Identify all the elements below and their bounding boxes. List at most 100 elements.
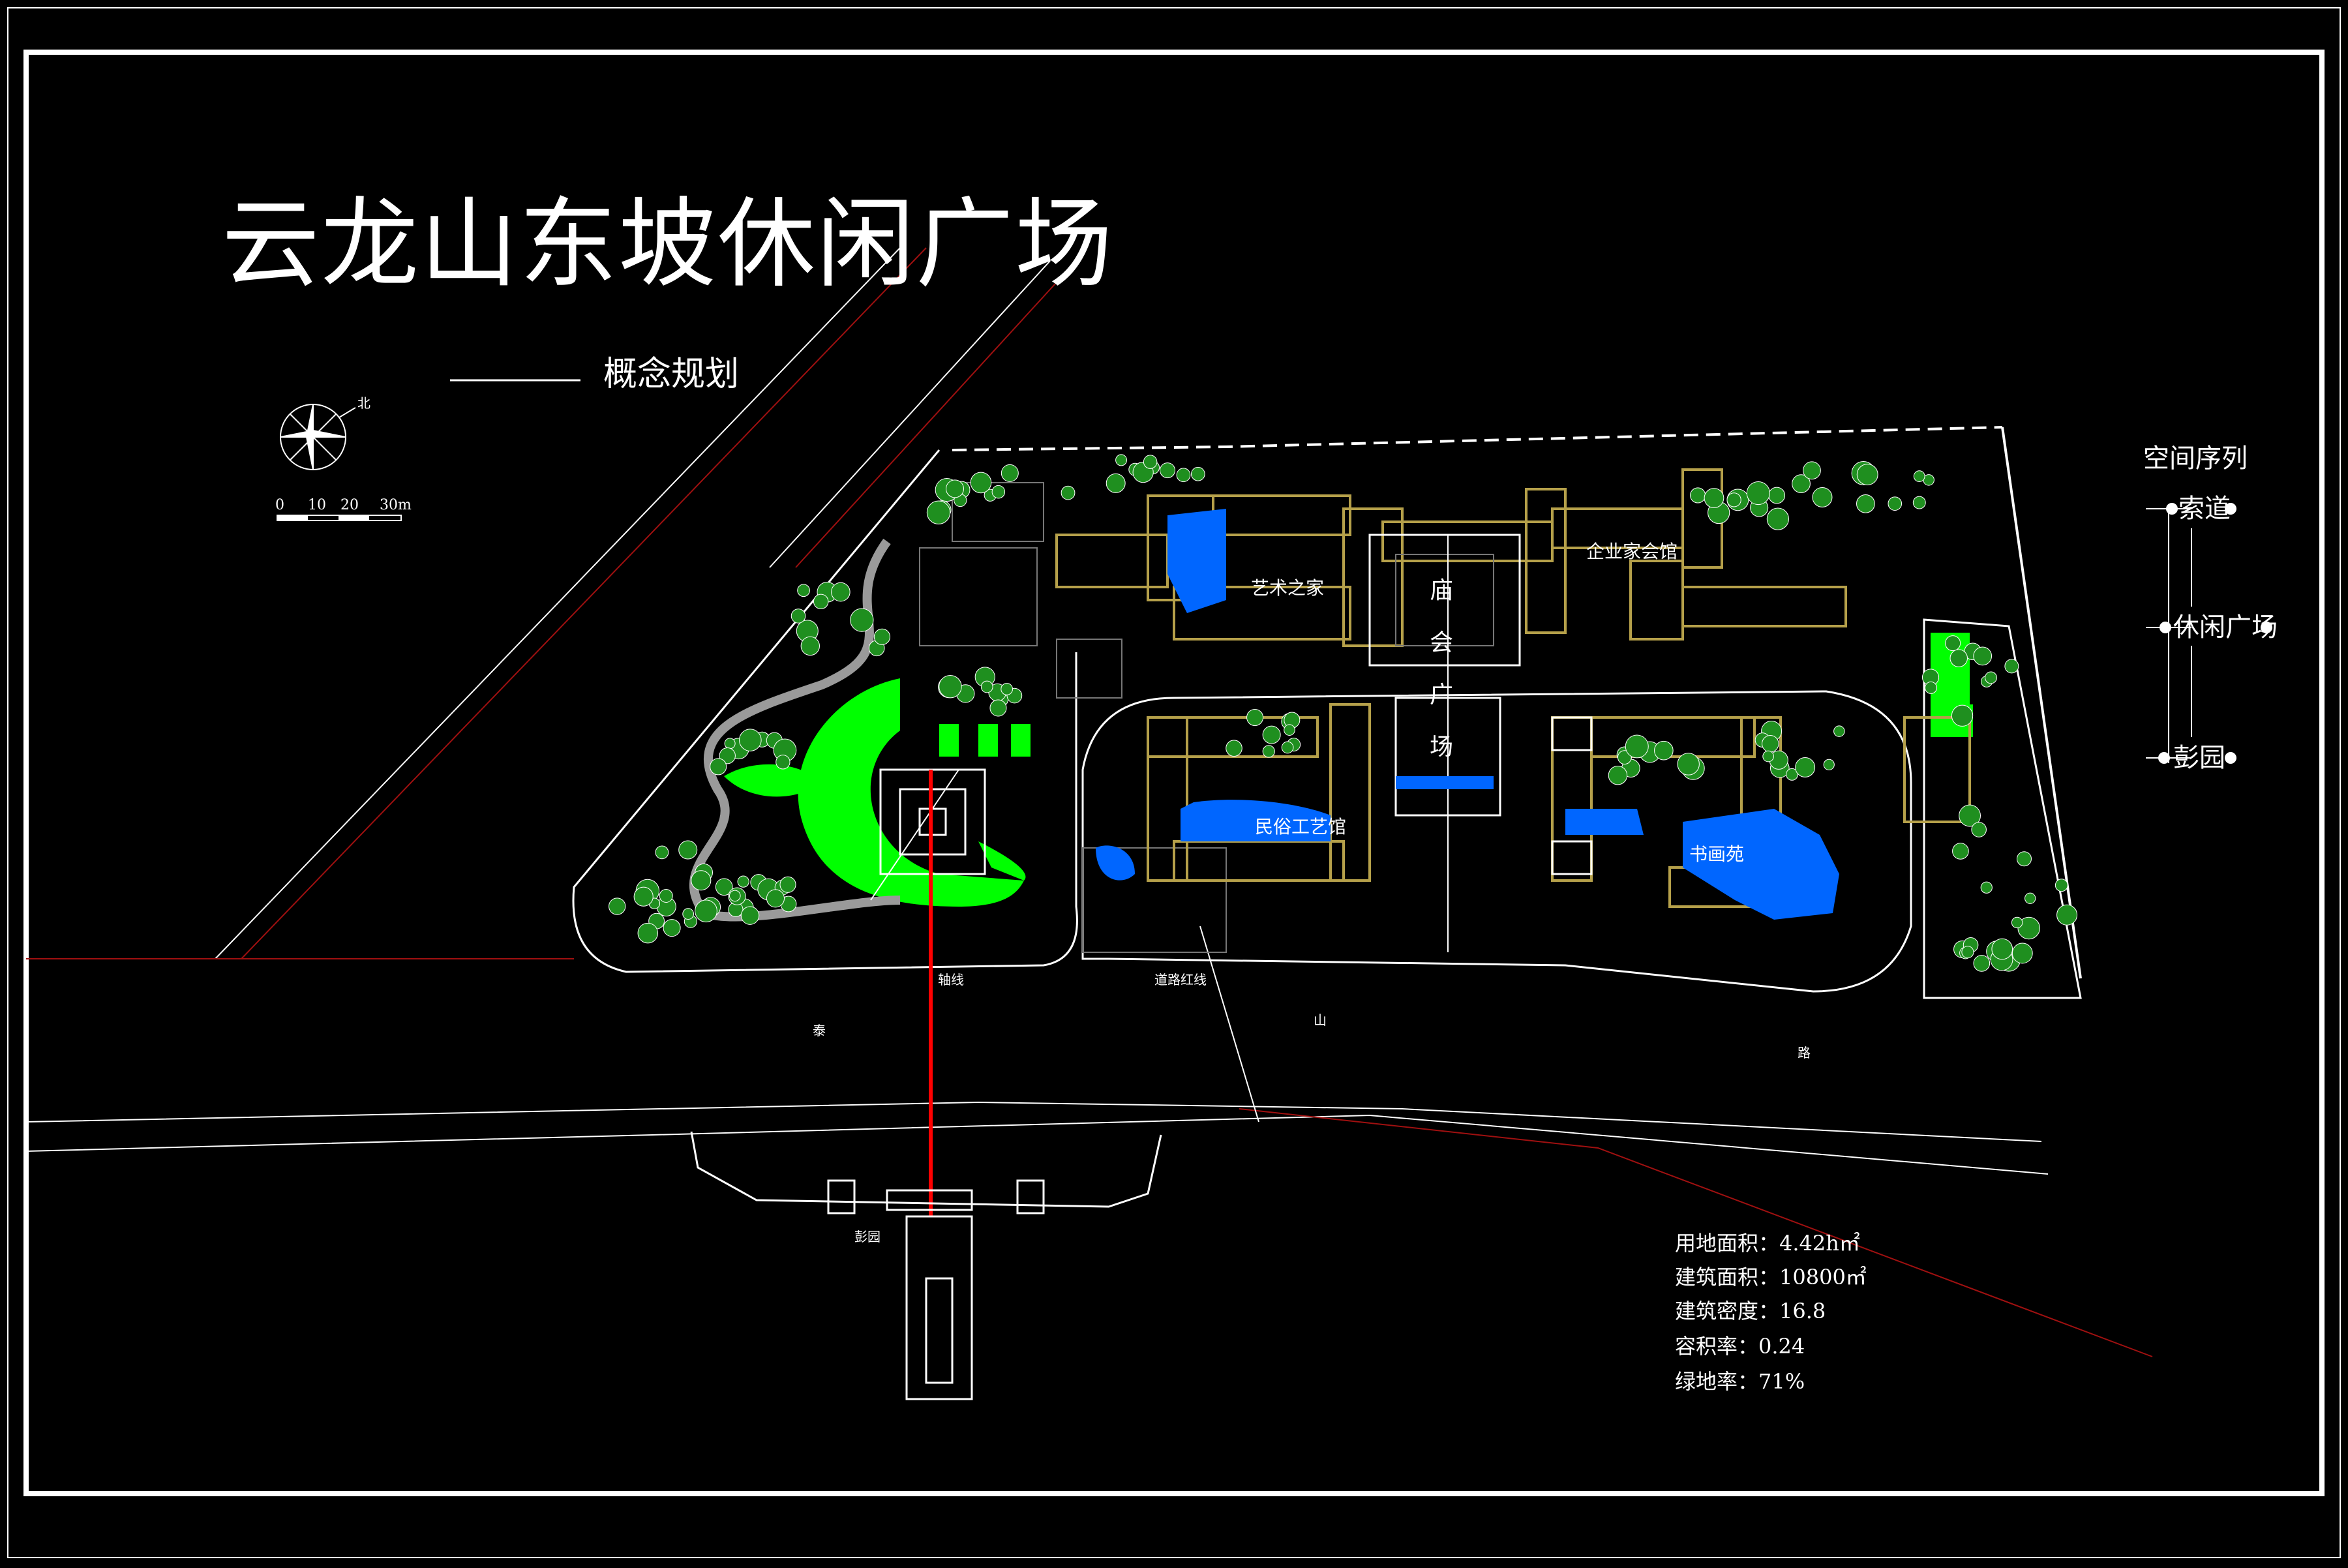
tree [1856, 494, 1875, 513]
tree [1262, 725, 1281, 744]
tree [1812, 487, 1833, 507]
tree [2054, 879, 2068, 892]
diagonal-road [26, 247, 1077, 959]
stat-floor-area: 建筑面积：10800㎡ [1675, 1265, 1867, 1289]
tree [1226, 740, 1242, 757]
tree [1768, 487, 1786, 504]
stat-plot-ratio: 容积率：0.24 [1675, 1334, 1805, 1359]
tree [1959, 804, 1981, 827]
tree [1625, 734, 1649, 759]
tree [946, 479, 965, 498]
tree [1971, 822, 1987, 837]
tree [1281, 741, 1294, 754]
tree [1856, 464, 1878, 485]
scale-label-10: 10 [308, 497, 326, 513]
north-label: 北 [357, 395, 370, 411]
tree [1951, 704, 1974, 727]
tree [1833, 725, 1845, 737]
label-calligraphy-garden: 书画苑 [1689, 843, 1745, 865]
tree [926, 500, 951, 524]
tree [678, 840, 698, 860]
paving-grids [919, 482, 1227, 953]
tree [1176, 468, 1191, 483]
stat-building-density: 建筑密度：16.8 [1675, 1299, 1826, 1323]
tree [1001, 683, 1014, 695]
tree [790, 609, 806, 624]
label-art-house: 艺术之家 [1251, 577, 1325, 599]
tree [1912, 496, 1926, 509]
tree [1985, 671, 1997, 684]
green-spaces [724, 633, 1973, 907]
tree [1973, 955, 1991, 972]
tree [831, 582, 850, 602]
drawing-border [23, 50, 2325, 1496]
sequence-diagram [2146, 503, 2272, 764]
trees [609, 454, 2078, 972]
tree [873, 628, 891, 645]
tree [766, 889, 785, 908]
tree [1246, 708, 1264, 727]
tree [1949, 649, 1968, 667]
tree [663, 919, 681, 937]
tree [740, 906, 760, 925]
plaza-char-1: 庙 [1430, 577, 1454, 604]
tree [970, 472, 992, 494]
tree [1690, 487, 1706, 504]
sequence-item-ropeway: 索道 [2178, 494, 2231, 524]
tree [691, 870, 712, 891]
tree [695, 899, 717, 923]
tree [1746, 481, 1770, 505]
tree [980, 680, 993, 693]
tree [739, 729, 762, 751]
water-features [1096, 509, 1839, 920]
peng-garden-label: 彭园 [854, 1229, 880, 1244]
tree [800, 636, 820, 656]
tree [775, 755, 790, 770]
tree [1762, 735, 1779, 753]
tree [1961, 946, 1974, 959]
tree [1143, 455, 1158, 469]
tree [1654, 740, 1674, 761]
road-char-tai: 泰 [813, 1023, 826, 1038]
scale-label-0: 0 [275, 497, 284, 513]
tree [1762, 750, 1774, 762]
stat-green-ratio: 绿地率：71% [1675, 1369, 1805, 1394]
tree [609, 897, 626, 915]
tree [729, 890, 741, 902]
axis-label: 轴线 [938, 972, 964, 988]
tree [2017, 851, 2032, 867]
sequence-item-peng-garden: 彭园 [2173, 743, 2225, 773]
tree [737, 875, 749, 888]
tree [1786, 768, 1799, 781]
tree [1973, 646, 1993, 666]
road-char-shan: 山 [1314, 1012, 1327, 1028]
tree [2056, 904, 2078, 926]
tree [710, 758, 727, 776]
tree [1726, 492, 1741, 507]
scale-label-20: 20 [340, 497, 359, 513]
scale-label-30m: 30m [380, 497, 412, 513]
property-line [952, 426, 2003, 451]
tree [1766, 507, 1789, 530]
tree [1795, 757, 1816, 777]
tree [1792, 474, 1811, 493]
tree [779, 876, 796, 893]
page-title: 云龙山东坡休闲广场 [222, 188, 1115, 301]
tree [1115, 454, 1128, 466]
label-entrepreneur-club: 企业家会馆 [1586, 541, 1678, 562]
tree [991, 485, 1006, 499]
tree [659, 888, 673, 903]
tree [1160, 462, 1176, 479]
page-subtitle: 概念规划 [603, 355, 740, 394]
tree [1284, 724, 1295, 736]
plaza-char-2: 会 [1430, 629, 1454, 656]
tree [2011, 916, 2023, 929]
tree [989, 699, 1007, 717]
tree [1001, 464, 1019, 482]
east-boundary [2001, 427, 2082, 979]
tree [715, 878, 733, 896]
tree [1608, 765, 1628, 785]
tree [1704, 488, 1724, 508]
tree [797, 584, 810, 597]
